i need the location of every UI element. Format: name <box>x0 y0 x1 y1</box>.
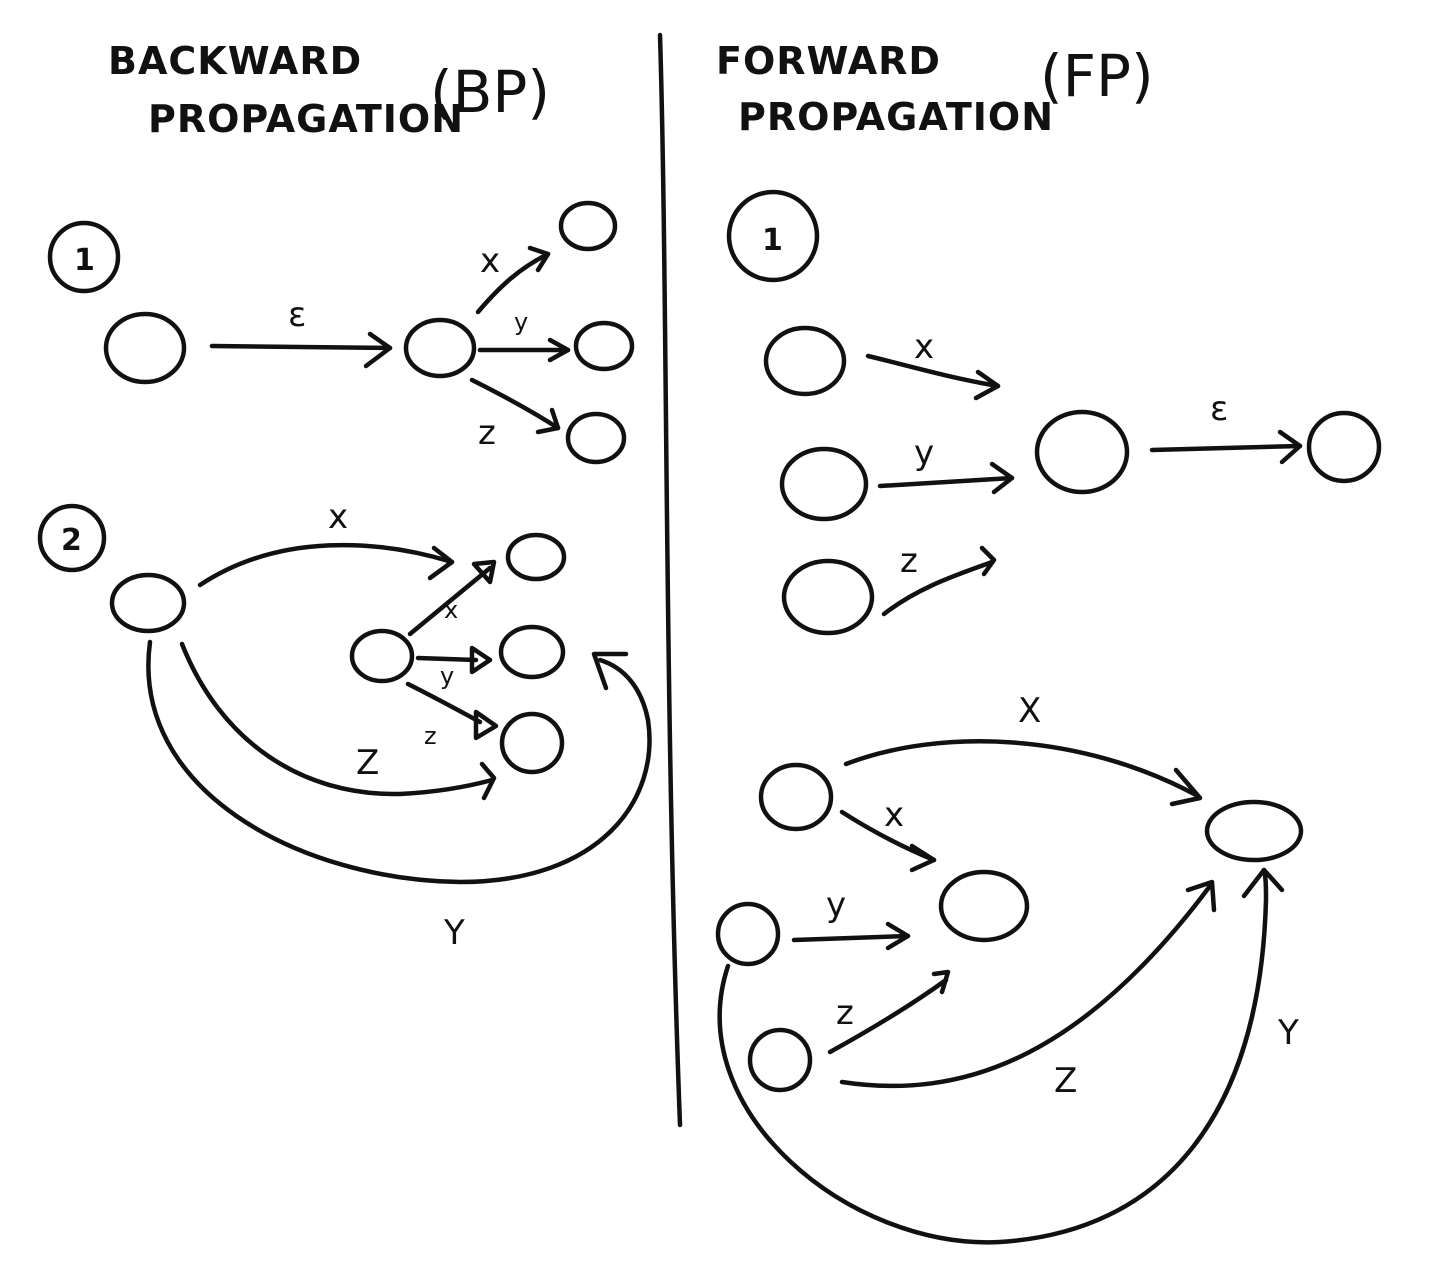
bp1-node-x <box>558 200 618 252</box>
fp2-arrowhead-z-hub <box>931 969 951 995</box>
bp1-label-z: z <box>478 413 496 453</box>
bp-title-line2: PROPAGATION <box>148 97 464 141</box>
bp1-label-x: x <box>480 241 500 281</box>
bp2-edge-source-z <box>179 641 495 797</box>
bp1-node-source <box>103 311 187 385</box>
bp1-step-circle <box>47 220 121 294</box>
bp1-edge-z <box>469 377 561 431</box>
fp2-node-y <box>715 901 781 967</box>
fp2-arrowhead-x-hub <box>909 843 937 873</box>
bp2-node-y <box>498 624 566 680</box>
bp1-arrowhead-z <box>535 407 561 435</box>
fp1-label-y: y <box>914 433 934 473</box>
bp2-arrowhead-source-y <box>591 651 629 691</box>
bp2-edge-source-y <box>146 639 652 885</box>
fp2-label-y-hub: y <box>826 885 846 925</box>
fp1-arrowhead-y <box>989 461 1015 495</box>
bp1-label-eps: ε <box>288 295 306 335</box>
fp1-label-x: x <box>914 327 934 367</box>
bp-abbr: (BP) <box>430 58 550 126</box>
fp1-node-x <box>763 325 847 397</box>
fp2-node-hub <box>938 869 1030 943</box>
bp2-arrowhead-source-z <box>479 761 497 801</box>
fp1-node-z <box>781 558 875 636</box>
bp2-arrowhead-hub-y <box>469 645 493 675</box>
fp-title-line2: PROPAGATION <box>738 95 1054 139</box>
fp2-node-x <box>758 762 834 832</box>
fp1-step-label: 1 <box>762 223 783 258</box>
bp2-step-label: 2 <box>61 523 82 558</box>
fp1-edge-y <box>877 475 1015 489</box>
fp1-label-eps: ε <box>1210 389 1228 429</box>
bp2-edge-hub-y <box>415 655 479 663</box>
fp1-edge-z <box>881 559 995 617</box>
fp2-arrowhead-x-target <box>1169 767 1203 807</box>
bp2-label-source-y: Y <box>443 913 465 953</box>
bp1-edge-x <box>475 251 551 315</box>
fp2-edge-z-target <box>839 883 1213 1089</box>
fp2-edge-x-target <box>843 739 1201 799</box>
bp2-arrowhead-hub-x <box>471 559 497 585</box>
bp2-label-hub-y: y <box>440 662 454 690</box>
fp2-label-y-target: Y <box>1277 1013 1299 1053</box>
fp2-label-x-target: X <box>1018 691 1041 731</box>
fp1-node-target <box>1306 410 1382 484</box>
fp1-edge-eps <box>1149 443 1303 453</box>
bp2-step-circle <box>37 503 107 573</box>
fp-title-line1: FORWARD <box>716 39 941 83</box>
bp1-label-y: y <box>514 308 528 336</box>
fp2-arrowhead-y-hub <box>885 921 911 951</box>
bp2-node-source <box>109 572 187 634</box>
bp1-arrowhead-x <box>527 245 551 273</box>
fp2-node-z <box>747 1027 813 1093</box>
bp2-label-source-z: Z <box>356 743 379 783</box>
bp2-edge-hub-x <box>407 565 493 637</box>
fp1-edge-x <box>865 353 1001 389</box>
fp2-edge-y-target <box>717 867 1269 1245</box>
fp1-label-z: z <box>900 541 918 581</box>
fp2-arrowhead-y-target <box>1241 867 1285 899</box>
fp2-label-x-hub: x <box>884 795 904 835</box>
fp2-label-z-target: Z <box>1054 1061 1077 1101</box>
bp1-arrowhead-eps <box>363 331 393 369</box>
fp1-arrowhead-x <box>973 369 1001 401</box>
bp2-arrowhead-hub-z <box>473 709 499 741</box>
bp-title-line1: BACKWARD <box>108 39 362 83</box>
bp2-edge-source-x <box>197 542 455 588</box>
fp-abbr: (FP) <box>1040 42 1154 110</box>
bp2-node-x <box>505 532 567 582</box>
bp2-label-hub-z: z <box>424 722 437 750</box>
divider-line <box>657 32 683 1128</box>
fp1-node-hub <box>1034 409 1130 495</box>
fp2-edge-z-hub <box>827 977 949 1055</box>
bp2-edge-hub-z <box>405 681 483 725</box>
bp2-label-hub-x: x <box>444 596 458 624</box>
bp1-edge-eps <box>209 343 393 351</box>
bp2-label-source-x: x <box>328 497 348 537</box>
bp1-arrowhead-y <box>547 337 571 363</box>
fp2-arrowhead-z-target <box>1185 879 1217 913</box>
fp1-arrowhead-eps <box>1277 429 1303 465</box>
fp1-step-circle <box>726 189 820 283</box>
bp1-node-y <box>573 320 635 372</box>
bp2-node-z <box>499 711 565 775</box>
bp1-node-hub <box>403 317 477 379</box>
bp2-arrowhead-source-x <box>427 545 455 581</box>
fp1-node-y <box>779 446 869 522</box>
bp2-node-hub <box>349 628 415 684</box>
fp2-label-z-hub: z <box>836 993 854 1033</box>
fp2-node-target <box>1204 799 1304 863</box>
bp1-node-z <box>565 411 627 465</box>
fp1-arrowhead-z <box>979 545 997 577</box>
fp2-edge-y-hub <box>791 933 911 943</box>
bp1-step-label: 1 <box>74 243 95 278</box>
